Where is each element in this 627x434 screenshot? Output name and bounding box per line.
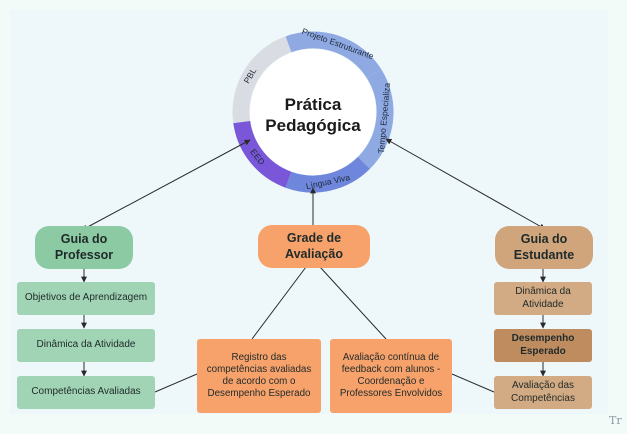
center-title: Prática Pedagógica: [258, 94, 368, 137]
professor-item-dinamica: Dinâmica da Atividade: [17, 329, 155, 362]
watermark-text: Tr: [609, 414, 622, 427]
practice-ring: Projeto Estruturante Tempo Especializa L…: [232, 26, 394, 193]
grade-item-registro: Registro das competências avaliadas de a…: [197, 339, 321, 413]
arrow-estudante-to-center: [385, 138, 546, 230]
line-avaliacao-to-estudante: [451, 373, 495, 393]
ring-segment-eed: [233, 120, 292, 188]
arrow-professor-to-center: [81, 139, 251, 231]
guia-estudante-header: Guia do Estudante: [495, 226, 593, 269]
ring-segment-pbl: [232, 36, 292, 124]
ring-center: [250, 49, 376, 175]
grade-item-avaliacao-continua: Avaliação contínua de feedback com aluno…: [330, 339, 452, 413]
ring-segment-lingua: [285, 156, 370, 193]
center-title-line1: Prática: [284, 95, 342, 114]
line-grade-to-registro: [251, 266, 307, 340]
estudante-item-avaliacao: Avaliação das Competências: [494, 376, 592, 409]
professor-item-competencias: Competências Avaliadas: [17, 376, 155, 409]
estudante-item-desempenho: Desempenho Esperado: [494, 329, 592, 362]
grade-avaliacao-header: Grade de Avaliação: [258, 225, 370, 268]
line-grade-to-avaliacao: [319, 266, 387, 340]
center-title-line2: Pedagógica: [265, 116, 361, 136]
guia-professor-header: Guia do Professor: [35, 226, 133, 269]
line-competencias-to-registro: [154, 373, 198, 393]
ring-segment-projeto: [285, 31, 382, 79]
professor-item-objetivos: Objetivos de Aprendizagem: [17, 282, 155, 315]
estudante-item-dinamica: Dinâmica da Atividade: [494, 282, 592, 315]
ring-segment-tempo: [357, 69, 394, 169]
